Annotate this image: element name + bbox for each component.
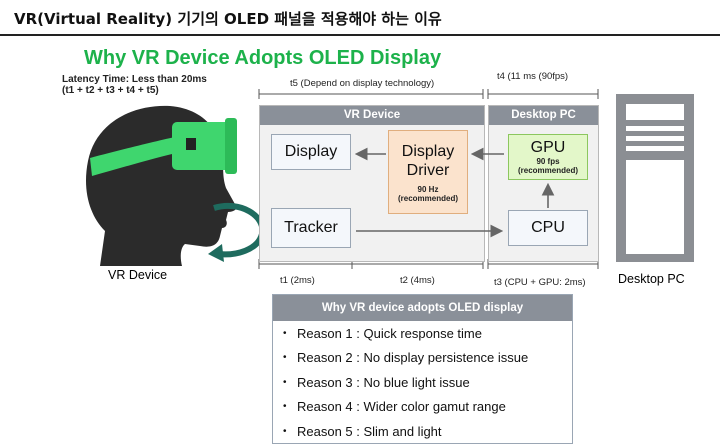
t5-label: t5 (Depend on display technology) <box>290 78 435 89</box>
tracker-box: Tracker <box>271 208 351 248</box>
diagram-title: Why VR Device Adopts OLED Display <box>84 47 442 69</box>
driver-line-2: Driver <box>406 161 450 179</box>
bullet: • <box>283 327 287 339</box>
driver-line-1: Display <box>401 142 455 160</box>
pc-panel-title: Desktop PC <box>489 106 598 125</box>
vr-panel-title: VR Device <box>260 106 484 125</box>
headset-sensor <box>186 138 196 150</box>
page-title: VR(Virtual Reality) 기기의 OLED 패널을 적용해야 하는… <box>14 10 442 28</box>
t4-label: t4 (11 ms (90fps) <box>497 71 569 82</box>
gpu-box: GPU 90 fps (recommended) <box>508 134 588 180</box>
header-divider <box>0 34 720 36</box>
bullet: • <box>283 352 287 364</box>
latency-line-2: (t1 + t2 + t3 + t4 + t5) <box>62 85 159 96</box>
t1-label: t1 (2ms) <box>280 275 315 286</box>
driver-sub-2: (recommended) <box>397 193 458 203</box>
t3-label: t3 (CPU + GPU: 2ms) <box>494 277 586 288</box>
headset-front <box>225 118 237 174</box>
reason-item: • Reason 5 : Slim and light <box>273 419 572 444</box>
t2-label: t2 (4ms) <box>400 275 435 286</box>
driver-sub-1: 90 Hz <box>417 184 439 194</box>
desktop-tower-icon <box>616 94 694 262</box>
gpu-sub-1: 90 fps <box>536 157 560 166</box>
reason-text: Reason 4 : Wider color gamut range <box>297 399 506 415</box>
display-driver-box: Display Driver 90 Hz (recommended) <box>388 130 468 214</box>
latency-line-1: Latency Time: Less than 20ms <box>62 74 207 85</box>
reasons-box: Why VR device adopts OLED display • Reaso… <box>272 294 573 444</box>
latency-note: Latency Time: Less than 20ms (t1 + t2 + … <box>62 74 207 96</box>
reason-item: • Reason 4 : Wider color gamut range <box>273 395 572 420</box>
reason-text: Reason 1 : Quick response time <box>297 325 482 341</box>
reasons-title: Why VR device adopts OLED display <box>273 295 572 321</box>
reason-text: Reason 5 : Slim and light <box>297 423 442 439</box>
desktop-pc-caption: Desktop PC <box>618 272 685 286</box>
vr-device-caption: VR Device <box>108 268 168 282</box>
bullet: • <box>283 425 287 437</box>
reason-item: • Reason 3 : No blue light issue <box>273 370 572 395</box>
display-box: Display <box>271 134 351 170</box>
reason-text: Reason 2 : No display persistence issue <box>297 350 529 366</box>
gpu-label: GPU <box>530 139 566 156</box>
headset-body <box>172 122 230 170</box>
bullet: • <box>283 376 287 388</box>
reason-item: • Reason 1 : Quick response time <box>273 321 572 346</box>
reason-item: • Reason 2 : No display persistence issue <box>273 346 572 371</box>
reason-text: Reason 3 : No blue light issue <box>297 374 470 390</box>
headset-strap <box>90 136 180 176</box>
vr-head-illustration <box>85 105 237 266</box>
bullet: • <box>283 401 287 413</box>
gpu-sub-2: (recommended) <box>517 166 578 175</box>
cpu-box: CPU <box>508 210 588 246</box>
